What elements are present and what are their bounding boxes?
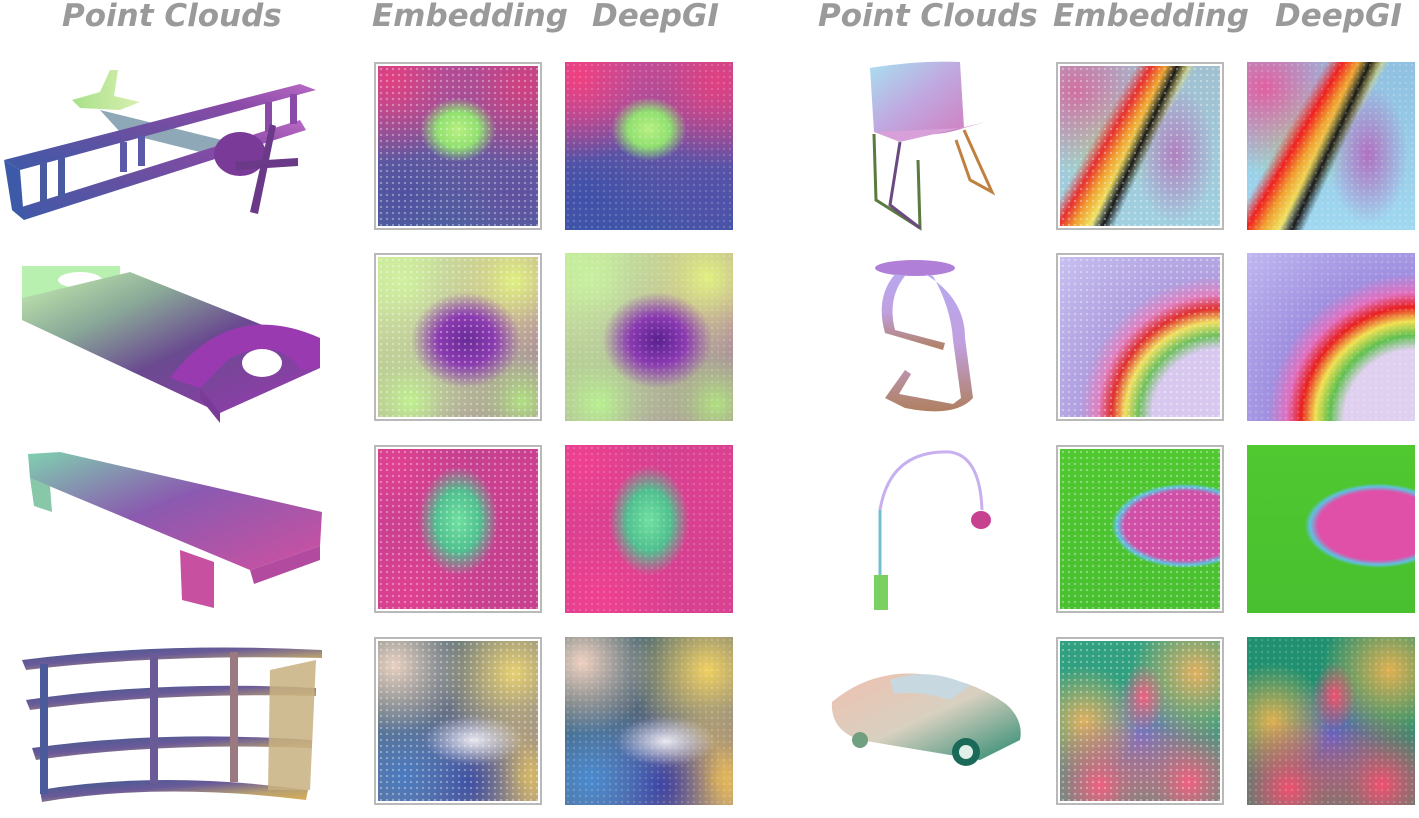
bench-point-cloud bbox=[28, 452, 322, 608]
embedding-map-bench bbox=[374, 445, 542, 613]
deepgi-map-airplane bbox=[565, 62, 733, 230]
embedding-map-bed bbox=[374, 253, 542, 421]
bed-point-cloud bbox=[22, 266, 320, 423]
deepgi-map-car bbox=[1247, 637, 1415, 805]
deepgi-map-bench bbox=[565, 445, 733, 613]
embedding-map-chair bbox=[1056, 62, 1224, 230]
stool-point-cloud bbox=[875, 260, 973, 412]
deepgi-map-bed bbox=[565, 253, 733, 421]
header-embedding-left: Embedding bbox=[372, 0, 568, 34]
header-deepgi-left: DeepGI bbox=[592, 0, 719, 34]
embedding-map-airplane bbox=[374, 62, 542, 230]
deepgi-map-lamp bbox=[1247, 445, 1415, 613]
header-point-clouds-left: Point Clouds bbox=[62, 0, 282, 34]
embedding-map-bookshelf bbox=[374, 637, 542, 805]
embedding-map-lamp bbox=[1056, 445, 1224, 613]
embedding-map-stool bbox=[1056, 253, 1224, 421]
bookshelf-point-cloud bbox=[22, 647, 322, 802]
header-point-clouds-right: Point Clouds bbox=[818, 0, 1038, 34]
header-deepgi-right: DeepGI bbox=[1275, 0, 1402, 34]
embedding-map-car bbox=[1056, 637, 1224, 805]
lamp-point-cloud bbox=[874, 450, 991, 610]
deepgi-map-chair bbox=[1247, 62, 1415, 230]
deepgi-map-bookshelf bbox=[565, 637, 733, 805]
airplane-point-cloud bbox=[4, 70, 316, 220]
chair-point-cloud bbox=[870, 61, 996, 231]
car-point-cloud bbox=[831, 673, 1021, 766]
header-embedding-right: Embedding bbox=[1053, 0, 1249, 34]
deepgi-map-stool bbox=[1247, 253, 1415, 421]
